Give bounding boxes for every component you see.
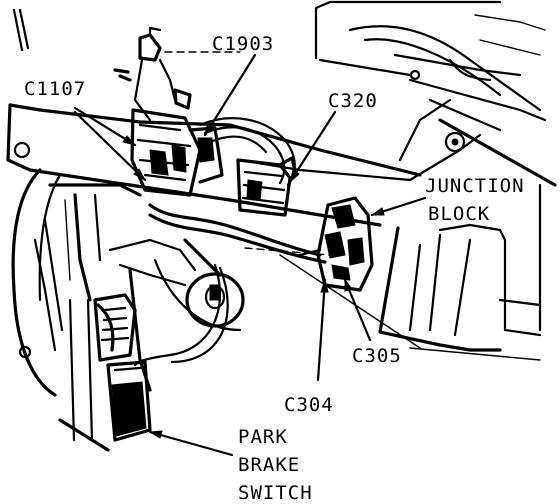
- label-c320: C320: [328, 90, 378, 112]
- label-switch: SWITCH: [238, 482, 313, 504]
- park-brake-switch: [93, 293, 152, 442]
- junction-block: [298, 196, 374, 292]
- label-park: PARK: [238, 426, 288, 448]
- dash-panel-structure: [314, 0, 557, 187]
- label-c1903: C1903: [212, 33, 274, 55]
- label-c1107: C1107: [24, 78, 86, 100]
- cross-car-beam: [128, 120, 422, 227]
- left-structure: [6, 8, 242, 452]
- label-c305: C305: [352, 345, 402, 367]
- mounting-bolt: [185, 272, 245, 328]
- right-lower-panel: [378, 183, 542, 361]
- label-brake: BRAKE: [238, 454, 300, 476]
- connector-c320: [236, 156, 298, 217]
- label-block: BLOCK: [428, 203, 490, 225]
- connector-c1107-cluster: [113, 26, 224, 197]
- callout-labels: C1903 C1107 C320 JUNCTION BLOCK C305 C30…: [24, 33, 525, 504]
- leader-lines: [73, 53, 427, 457]
- label-junction: JUNCTION: [425, 175, 525, 197]
- label-c304: C304: [284, 394, 334, 416]
- wiring-harness: [133, 51, 331, 367]
